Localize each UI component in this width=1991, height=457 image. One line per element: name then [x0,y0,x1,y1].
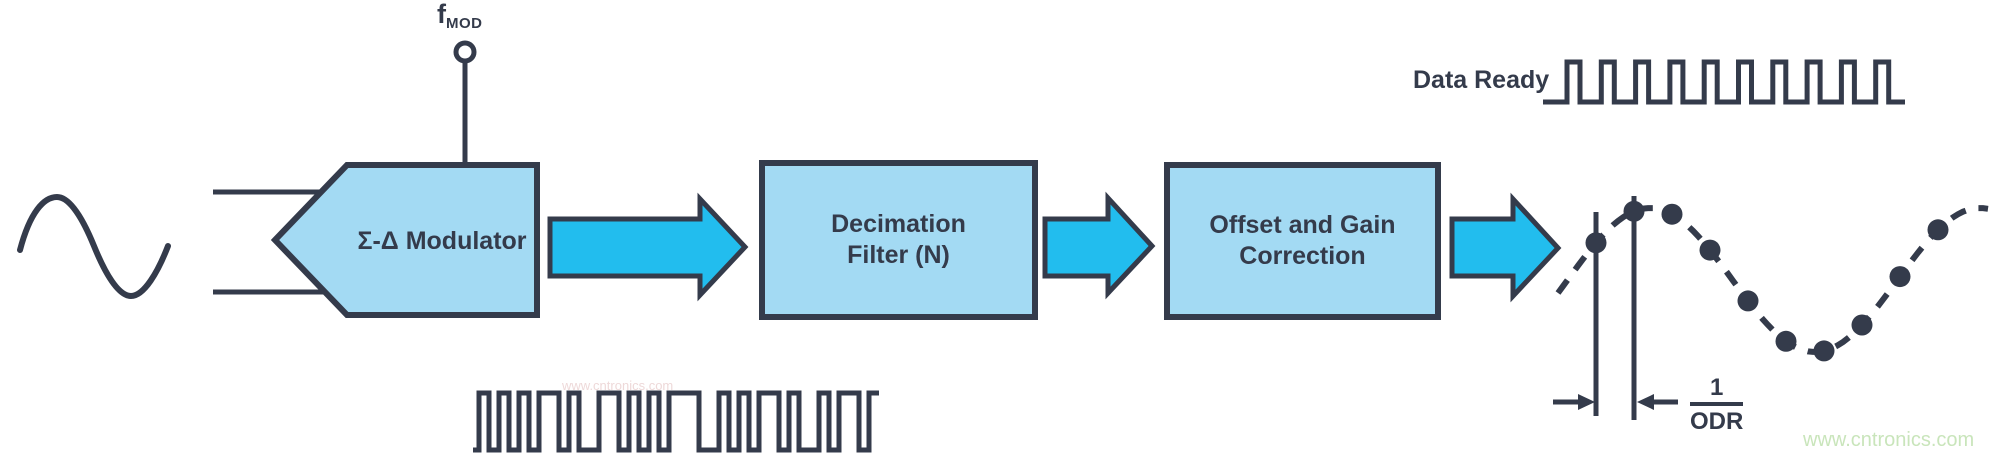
decimation-block-shape [759,160,1038,320]
odr-fraction-denominator: ODR [1690,408,1744,435]
fmod-label: fMOD [437,1,483,37]
sample-dot [1889,266,1911,288]
modulator-block-label: Σ-Δ Modulator [357,227,527,255]
sample-dot [1585,232,1607,254]
data-ready-label: Data Ready [1413,66,1550,94]
sample-dot [1699,239,1721,261]
input-sine-wave [17,193,171,300]
bitstream-waveform [473,390,879,453]
modulator-block-shape [270,162,540,318]
sample-dot [1927,219,1949,241]
fmod-terminal-circle [453,40,477,64]
decimation-label-line2: Filter (N) [847,241,950,269]
dataready-waveform [1543,59,1905,105]
signal-arrow-3 [1449,192,1562,303]
signal-arrow-1 [547,192,749,302]
decimation-block-label: Decimation Filter (N) [762,209,1035,271]
odr-fraction-numerator: 1 [1690,374,1744,406]
sample-dot [1813,340,1835,362]
decimation-label-line1: Decimation [831,210,966,238]
odr-right-arrowhead-icon [1637,394,1654,410]
sample-dot [1737,290,1759,312]
offset-gain-block-shape [1164,162,1441,320]
odr-fraction: 1 ODR [1690,374,1744,436]
sample-dot [1623,200,1645,222]
offset-gain-label-line1: Offset and Gain [1209,211,1396,239]
faint-watermark: www.cntronics.com [562,378,674,393]
fmod-subscript: MOD [446,15,483,32]
offset-gain-label-line2: Correction [1239,242,1366,270]
fmod-symbol: f [437,0,446,29]
sampled-sine-curve [1555,205,1989,355]
sample-dot [1775,330,1797,352]
sample-dots [1585,200,1949,362]
watermark: www.cntronics.com [1803,429,1975,451]
sample-dot [1661,203,1683,225]
sample-dot [1851,314,1873,336]
odr-left-arrowhead-icon [1578,394,1595,410]
signal-arrow-2 [1042,191,1156,300]
offset-gain-block-label: Offset and Gain Correction [1167,210,1438,272]
